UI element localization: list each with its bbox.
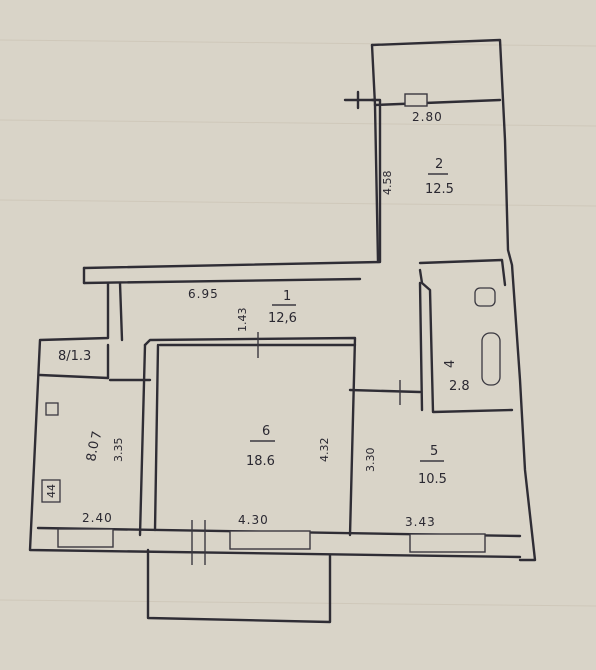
dim-room2-width: 2.80 (412, 110, 443, 124)
room-1-number: 1 (283, 289, 291, 304)
paper-lines (0, 39, 596, 607)
toilet (474, 287, 496, 307)
sink (45, 402, 59, 416)
room-5-area: 10.5 (418, 472, 447, 487)
room-labels: 2 12.5 1 12,6 6 18.6 5 10.5 4 2.8 7 8.0 … (58, 157, 470, 487)
stove (41, 479, 61, 503)
dim-room7-width: 2.40 (82, 511, 113, 525)
room-6-walls (138, 332, 357, 537)
bottom-windows (57, 520, 486, 565)
room-4-walls (418, 268, 514, 414)
room-4-number: 4 (443, 360, 458, 368)
room-1-area: 12,6 (268, 311, 297, 326)
room-6-window (229, 530, 311, 550)
dimension-labels: 2.80 4.58 6.95 1.43 4.32 3.30 3.35 2.40 … (45, 110, 443, 529)
dim-room7-depth: 3.35 (112, 438, 125, 463)
dim-room6-depth: 4.32 (318, 438, 331, 463)
room-8-label: 8/1.3 (58, 349, 91, 364)
room-2-area: 12.5 (425, 182, 454, 197)
dim-room5-width: 3.43 (405, 515, 436, 529)
room-2-number: 2 (435, 157, 443, 172)
room-6-number: 6 (262, 424, 270, 439)
room-5-number: 5 (430, 444, 438, 459)
stove-mark: 44 (45, 484, 58, 498)
room-2-walls (343, 90, 507, 287)
room-2-window (404, 93, 428, 107)
room-5-window (409, 533, 486, 553)
room-6-area: 18.6 (246, 454, 275, 469)
room-5-walls (348, 380, 422, 405)
dim-corridor-length: 6.95 (188, 287, 219, 301)
dim-corridor-width: 1.43 (236, 308, 249, 333)
room-4-area: 2.8 (449, 379, 470, 394)
balcony (146, 548, 332, 624)
room-7-window (57, 528, 114, 548)
room-7-area: 8.0 (84, 440, 102, 463)
room-7-walls (38, 343, 152, 503)
room-7-number: 7 (89, 430, 105, 441)
dim-room5-depth: 3.30 (364, 448, 377, 473)
dim-room2-length: 4.58 (381, 171, 394, 196)
dim-room6-width: 4.30 (238, 513, 269, 527)
bathtub (481, 332, 501, 386)
